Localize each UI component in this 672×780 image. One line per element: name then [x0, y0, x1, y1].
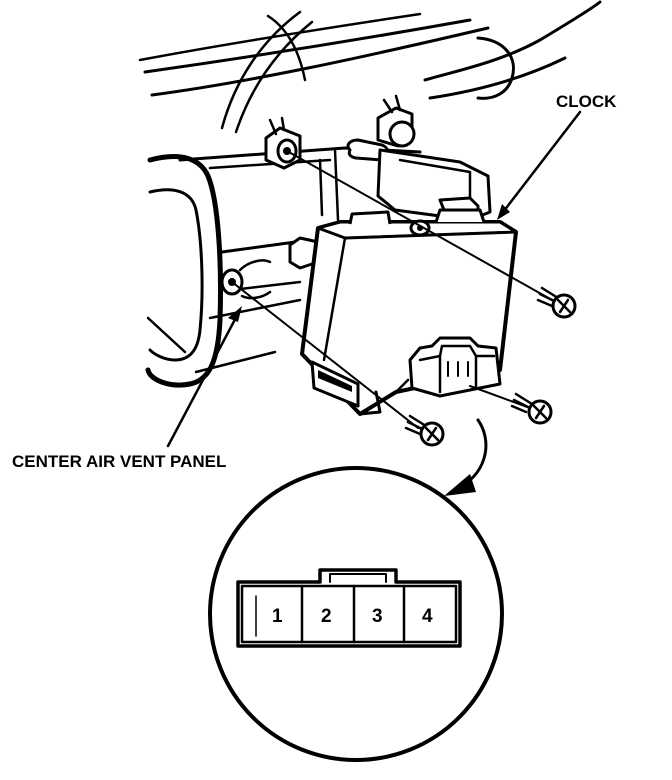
terminal-2-label: 2: [321, 606, 332, 627]
screw-lower-center: [404, 414, 445, 447]
clock-label: CLOCK: [556, 92, 617, 111]
clock-connector-socket: [408, 336, 502, 398]
center-air-vent-panel-callout: CENTER AIR VENT PANEL: [12, 306, 242, 471]
terminal-4-label: 4: [422, 606, 433, 627]
screws: [404, 286, 577, 447]
dash-bracket: [376, 148, 492, 222]
screw-upper-right: [536, 286, 577, 319]
center-air-vent-panel-label: CENTER AIR VENT PANEL: [12, 452, 226, 471]
terminal-3-label: 3: [372, 606, 383, 627]
terminal-1-label: 1: [272, 606, 283, 627]
clock-callout: CLOCK: [497, 92, 617, 220]
screw-alignment-lines: [231, 150, 553, 429]
connector-detail: 1 2 3 4: [208, 466, 504, 762]
detail-leader: [444, 418, 488, 496]
center-air-vent-panel: [145, 154, 272, 388]
screw-lower-right: [510, 392, 553, 425]
